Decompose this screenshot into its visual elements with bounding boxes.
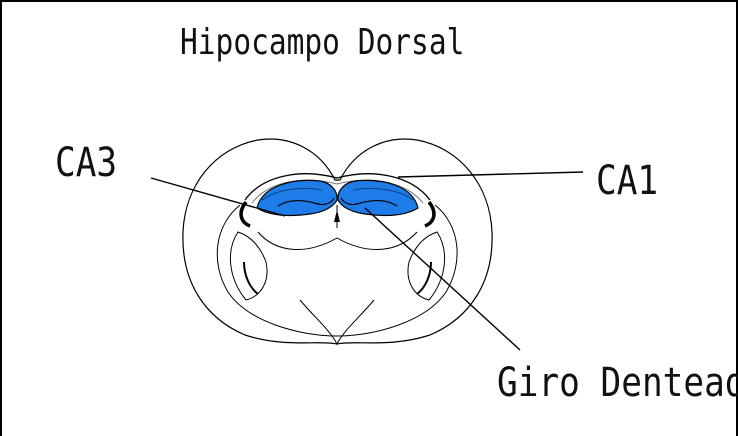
label-dentate-gyrus: Giro Denteado [497,360,738,406]
brain-outline [183,139,492,344]
diagram-title: Hipocampo Dorsal [180,22,464,63]
label-ca1: CA1 [596,158,658,204]
label-ca3: CA3 [55,140,117,186]
